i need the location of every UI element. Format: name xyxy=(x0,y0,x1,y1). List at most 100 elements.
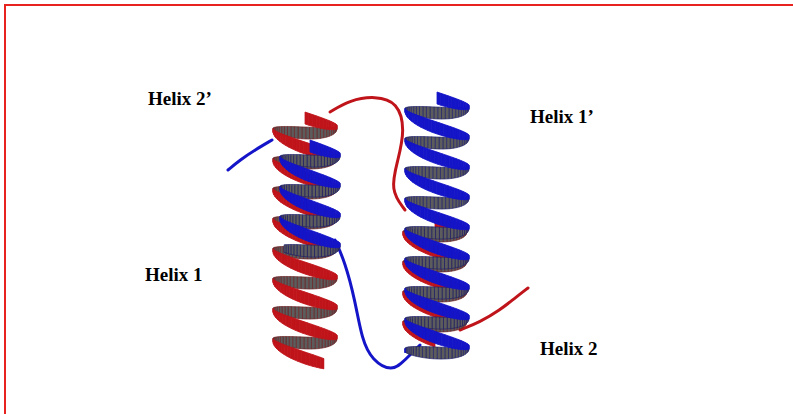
helix-outer-face xyxy=(416,175,419,187)
helix-outer-face xyxy=(467,224,469,230)
helix-outer-face xyxy=(310,230,314,243)
helix-outer-face xyxy=(337,181,338,188)
helix-outer-face xyxy=(314,325,318,337)
helix-outer-face xyxy=(467,164,468,170)
helix-outer-face xyxy=(326,119,329,129)
helix-inner-face xyxy=(311,337,315,349)
helix-outer-face xyxy=(307,323,311,336)
helix-outer-face xyxy=(466,223,467,230)
helix-inner-face xyxy=(295,184,298,195)
helix-inner-face xyxy=(468,195,469,199)
helix-outer-face xyxy=(433,181,437,194)
helix-inner-face xyxy=(320,127,323,138)
helix-outer-face xyxy=(286,135,289,147)
helix-inner-face xyxy=(449,287,452,298)
helix-outer-face xyxy=(442,154,446,167)
helix-inner-face xyxy=(445,257,449,269)
helix-inner-face xyxy=(430,197,434,209)
helix-outer-face xyxy=(317,266,320,278)
helix-inner-face xyxy=(304,337,308,349)
helix-outer-face xyxy=(468,105,469,109)
helix-outer-face xyxy=(325,205,328,216)
helix-inner-face xyxy=(300,337,304,349)
helix-outer-face xyxy=(430,330,434,343)
helix-outer-face xyxy=(420,236,423,248)
helix-label: Helix 2 xyxy=(540,338,598,360)
helix-inner-face xyxy=(305,277,309,289)
helix-inner-face xyxy=(441,257,445,269)
helix-inner-face xyxy=(452,347,455,358)
helix-inner-face xyxy=(321,155,324,166)
helix-inner-face xyxy=(434,197,438,209)
helix-inner-face xyxy=(468,105,469,110)
helix-inner-face xyxy=(443,227,447,239)
helix-inner-face xyxy=(421,226,424,237)
helix-outer-face xyxy=(285,315,288,327)
helix-outer-face xyxy=(302,167,306,180)
helix-outer-face xyxy=(326,176,329,187)
helix-outer-face xyxy=(445,245,449,258)
helix-inner-face xyxy=(295,307,299,319)
helix-inner-face xyxy=(405,347,407,352)
helix-inner-face xyxy=(434,287,438,299)
helix-inner-face xyxy=(310,127,314,139)
helix-outer-face xyxy=(413,263,416,274)
helix-inner-face xyxy=(317,307,320,318)
helix-inner-face xyxy=(319,185,322,197)
helix-inner-face xyxy=(339,243,340,247)
helix-outer-face xyxy=(299,320,303,333)
helix-outer-face xyxy=(289,137,292,149)
helix-outer-face xyxy=(312,294,316,307)
helix-inner-face xyxy=(317,215,320,227)
helix-inner-face xyxy=(443,137,447,149)
helix-inner-face xyxy=(309,277,313,289)
helix-inner-face xyxy=(425,167,429,179)
helix-inner-face xyxy=(296,215,299,226)
helix-inner-face xyxy=(449,197,452,208)
helix-inner-face xyxy=(294,277,298,289)
helix-outer-face xyxy=(453,157,456,168)
helix-inner-face xyxy=(339,153,340,158)
helix-inner-face xyxy=(452,257,455,268)
helix-outer-face xyxy=(416,325,419,337)
helix-inner-face xyxy=(445,347,449,359)
helix-outer-face xyxy=(317,232,320,245)
helix-inner-face xyxy=(297,155,300,167)
helix-inner-face xyxy=(411,347,413,356)
helix-outer-face xyxy=(311,200,315,213)
helix-inner-face xyxy=(313,127,317,139)
helix-inner-face xyxy=(440,317,444,329)
helix-inner-face xyxy=(468,135,469,139)
helix-inner-face xyxy=(438,287,442,299)
helix-outer-face xyxy=(335,304,337,309)
helix-inner-face xyxy=(438,197,442,209)
helix-inner-face xyxy=(312,185,316,197)
helix-inner-face xyxy=(301,185,304,197)
helix-inner-face xyxy=(286,245,288,254)
helix-outer-face xyxy=(450,217,453,229)
helix-outer-face xyxy=(422,267,425,280)
helix-inner-face xyxy=(315,337,319,349)
alpha-helix xyxy=(273,112,337,369)
helix-label: Helix 1 xyxy=(145,264,203,286)
helix-inner-face xyxy=(313,215,317,227)
helix-outer-face xyxy=(317,356,320,368)
alpha-helix xyxy=(280,140,340,257)
helix-inner-face xyxy=(405,348,406,352)
helix-inner-face xyxy=(442,287,446,299)
helix-inner-face xyxy=(318,155,321,167)
helix-outer-face xyxy=(438,152,442,165)
helix-inner-face xyxy=(428,317,432,329)
helix-inner-face xyxy=(318,245,321,257)
helix-outer-face xyxy=(458,189,461,199)
helix-outer-face xyxy=(437,182,441,195)
helix-outer-face xyxy=(290,223,293,235)
helix-outer-face xyxy=(298,166,301,179)
helix-inner-face xyxy=(302,307,306,319)
helix-outer-face xyxy=(301,291,305,304)
helix-inner-face xyxy=(297,245,300,257)
helix-inner-face xyxy=(442,197,446,209)
helix-outer-face xyxy=(443,124,447,137)
helix-outer-face xyxy=(423,327,427,340)
